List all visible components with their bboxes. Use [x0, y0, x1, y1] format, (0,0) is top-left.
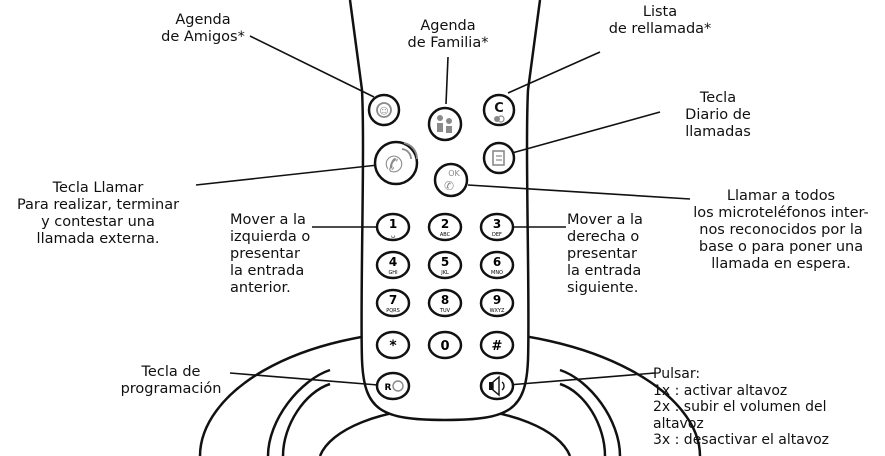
redial-key[interactable]: C	[482, 93, 516, 127]
label-speaker-key: Pulsar: 1x : activar altavoz 2x : subir …	[653, 366, 830, 448]
svg-text:ABC: ABC	[440, 232, 451, 238]
key-3[interactable]: 3 DEF	[479, 212, 515, 242]
svg-text:4: 4	[389, 255, 397, 269]
svg-text:R: R	[385, 383, 392, 393]
intercom-icon: ✆	[444, 179, 454, 193]
key-star[interactable]: *	[375, 330, 411, 360]
handset-icon: ✆	[385, 153, 403, 178]
svg-text:#: #	[492, 339, 503, 354]
svg-text:1: 1	[389, 217, 397, 231]
family-phonebook-key[interactable]	[427, 106, 463, 142]
svg-text:☺: ☺	[379, 106, 388, 117]
svg-text:5: 5	[441, 255, 449, 269]
key-4[interactable]: 4 GHI	[375, 250, 411, 280]
svg-text:*: *	[389, 338, 397, 354]
label-move-left: Mover a la izquierda o presentar la entr…	[230, 212, 311, 296]
key-2[interactable]: 2 ABC	[427, 212, 463, 242]
svg-text:PQRS: PQRS	[386, 308, 400, 314]
svg-text:MNO: MNO	[491, 270, 503, 276]
svg-text:␣: ␣	[391, 231, 395, 238]
program-key[interactable]: R	[375, 371, 411, 401]
svg-text:GHI: GHI	[388, 270, 397, 276]
label-redial-list: Lista de rellamada*	[608, 4, 712, 37]
label-family-phonebook: Agenda de Familia*	[407, 18, 489, 51]
svg-text:DEF: DEF	[492, 232, 502, 238]
key-6[interactable]: 6 MNO	[479, 250, 515, 280]
speaker-key[interactable]	[479, 371, 515, 401]
ok-intercom-key[interactable]: OK ✆	[433, 162, 469, 198]
ok-label: OK	[448, 169, 460, 178]
label-move-right: Mover a la derecha o presentar la entrad…	[567, 212, 643, 296]
key-hash[interactable]: #	[479, 330, 515, 360]
svg-text:0: 0	[440, 339, 449, 354]
svg-text:6: 6	[493, 255, 501, 269]
svg-text:WXYZ: WXYZ	[490, 308, 505, 314]
label-talk-key: Tecla Llamar Para realizar, terminar y c…	[16, 180, 180, 247]
label-friends-phonebook: Agenda de Amigos*	[161, 12, 245, 45]
svg-text:7: 7	[389, 293, 397, 307]
label-call-log-key: Tecla Diario de llamadas	[685, 90, 751, 140]
call-log-key[interactable]	[482, 141, 516, 175]
key-7[interactable]: 7 PQRS	[375, 288, 411, 318]
svg-text:JKL: JKL	[440, 270, 449, 276]
svg-text:TUV: TUV	[439, 308, 451, 314]
key-9[interactable]: 9 WXYZ	[479, 288, 515, 318]
redial-key-label: C	[494, 101, 504, 116]
talk-key[interactable]: ✆	[373, 140, 419, 186]
svg-text:9: 9	[493, 293, 501, 307]
label-program-key: Tecla de programación	[120, 364, 222, 397]
key-5[interactable]: 5 JKL	[427, 250, 463, 280]
keypad: 1 ␣ 2 ABC 3 DEF 4 GHI 5 JKL 6 MNO	[375, 212, 515, 360]
key-1[interactable]: 1 ␣	[375, 212, 411, 242]
svg-text:2: 2	[441, 217, 449, 231]
svg-text:8: 8	[441, 293, 449, 307]
svg-text:3: 3	[493, 217, 501, 231]
label-call-all: Llamar a todos los microteléfonos inter-…	[693, 188, 869, 272]
friends-phonebook-key[interactable]: ☺	[367, 93, 401, 127]
key-0[interactable]: 0	[427, 330, 463, 360]
key-8[interactable]: 8 TUV	[427, 288, 463, 318]
leader-lines	[195, 35, 691, 386]
